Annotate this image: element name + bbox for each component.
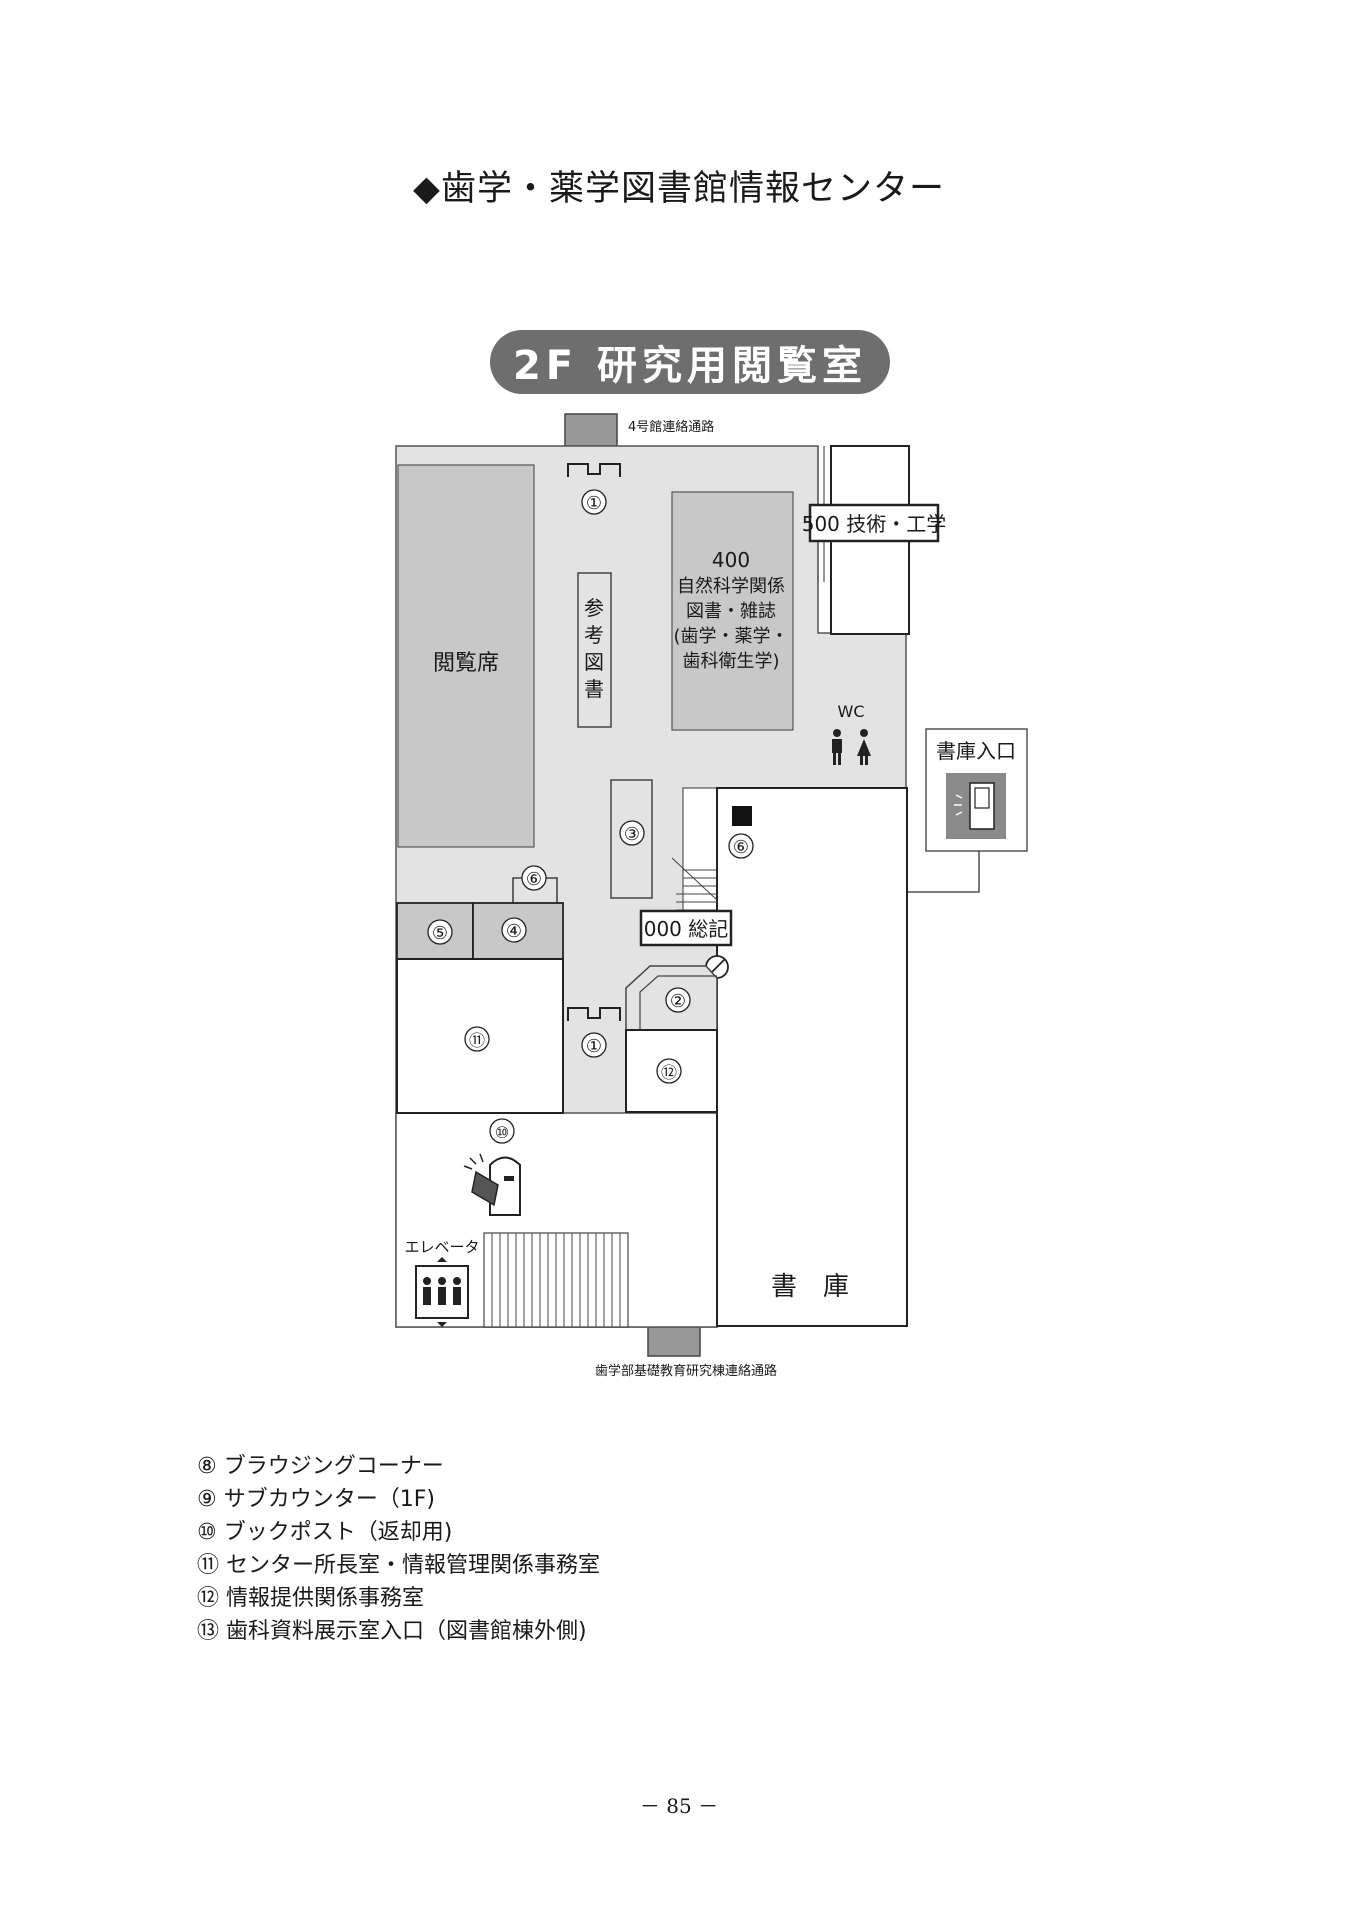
natural-science-shelf [671,491,794,731]
stacks-label: 書 庫 [771,1272,849,1302]
reference-shelf [577,572,612,728]
reading-seats-label: 閲覧席 [433,651,499,676]
wc-label: WC [838,702,865,721]
door-icon [954,782,995,830]
office-11 [396,958,564,1114]
stacks-door-marker [732,806,752,826]
legend: ⑧ ブラウジングコーナー ⑨ サブカウンター（1F) ⑩ ブックポスト（返却用)… [197,1450,600,1648]
legend-item: ⑪ センター所長室・情報管理関係事務室 [197,1553,600,1578]
floor-badge: 2F 研究用閲覧室 [490,330,890,394]
stair-well [682,787,718,929]
general-works-sign [639,909,733,947]
natural-science-line-2: 自然科学関係 [677,576,785,597]
natural-science-line-5: 歯科衛生学) [682,651,779,672]
legend-item: ⑨ サブカウンター（1F) [197,1487,435,1512]
marker-5: ⑤ [432,923,448,944]
marker-6-left: ⑥ [526,869,542,890]
general-works-label: 000 総記 [644,917,729,941]
legend-item: ⑬ 歯科資料展示室入口（図書館棟外側) [197,1619,587,1644]
svg-text:書: 書 [584,677,604,701]
svg-text:図: 図 [584,650,604,674]
marker-3: ③ [624,824,640,845]
tech-engineering-label: 500 技術・工学 [802,512,947,536]
page-number: － 85 － [639,1794,719,1818]
svg-text:考: 考 [584,623,604,647]
marker-4: ④ [506,921,522,942]
bottom-passage [647,1325,701,1357]
marker-1-top: ① [586,493,602,514]
restroom-icon [832,729,871,765]
page-title: ◆歯学・薬学図書館情報センター [413,169,945,209]
marker-6-stacks: ⑥ [733,837,749,858]
marker-11: ⑪ [469,1031,485,1050]
marker-10: ⑩ [495,1123,509,1142]
legend-item: ⑫ 情報提供関係事務室 [197,1586,424,1611]
natural-science-line-1: 400 [712,548,750,572]
room-4 [472,902,564,960]
tech-engineering-sign [808,503,940,543]
natural-science-line-3: 図書・雑誌 [686,601,776,622]
bottom-passage-label: 歯学部基礎教育研究棟連絡通路 [595,1363,777,1379]
stacks-entrance-label: 書庫入口 [936,739,1016,763]
hatched-area [483,1232,629,1328]
elevator-label: エレベータ [404,1238,479,1256]
reference-label-1: 参 [584,596,604,620]
natural-science-line-4: (歯学・薬学・ [673,626,788,647]
legend-item: ⑧ ブラウジングコーナー [197,1454,444,1479]
legend-item: ⑩ ブックポスト（返却用) [197,1520,453,1545]
shelf-3 [610,779,653,899]
top-passage [564,413,618,447]
top-passage-label: 4号館連絡通路 [628,419,714,435]
stacks-room [716,787,908,1327]
marker-1-bottom: ① [586,1036,602,1057]
book-post-icon [463,1153,521,1216]
elevator-icon [415,1257,469,1327]
marker-2: ② [670,991,686,1012]
reading-seats-block [397,464,535,848]
marker-12: ⑫ [661,1063,677,1082]
